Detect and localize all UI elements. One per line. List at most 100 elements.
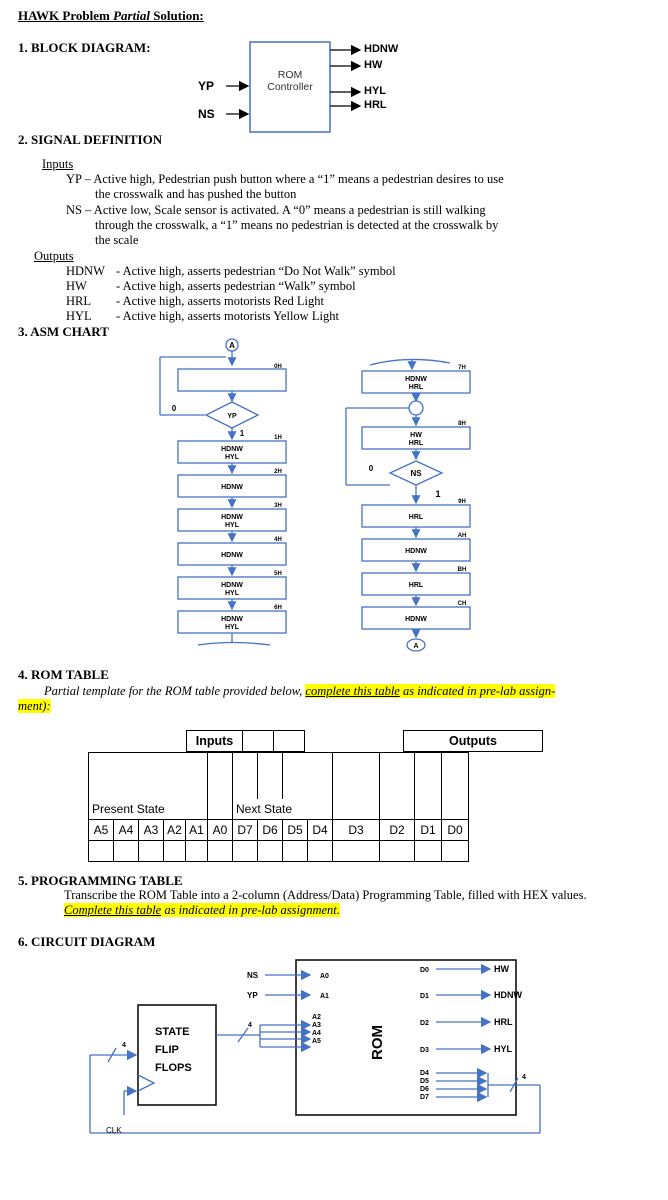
- asm-one-left: 1: [240, 429, 245, 438]
- circuit-a3: A3: [312, 1022, 321, 1029]
- rom-col-d6: D6: [257, 818, 283, 841]
- circuit-d5: D5: [420, 1078, 429, 1085]
- asm-s5-hdnw: HDNW: [221, 582, 243, 589]
- asm-s1-hyl: HYL: [225, 454, 240, 461]
- asm-chart: A 0H YP 0 1 1H HDNW HYL 2H HDNW 3H HDNW …: [159, 338, 471, 652]
- circuit-d0: D0: [420, 967, 429, 974]
- output-def-hw: HW- Active high, asserts pedestrian “Wal…: [66, 279, 356, 293]
- asm-state-ah: AH: [458, 533, 467, 539]
- asm-state-8h: 8H: [458, 421, 466, 427]
- asm-sc-hdnw: HDNW: [405, 616, 427, 623]
- asm-s3-hdnw: HDNW: [221, 514, 243, 521]
- block-diagram: [226, 41, 362, 133]
- asm-state-9h: 9H: [458, 499, 466, 505]
- rom-col-a3: A3: [138, 818, 164, 841]
- rom-outputs-heading: Outputs: [403, 730, 543, 752]
- rom-column-header-row: A5 A4 A3 A2 A1 A0 D7 D6 D5 D4 D3 D2 D1 D…: [88, 818, 469, 841]
- asm-s7-hrl: HRL: [409, 384, 424, 391]
- section-asm-chart: 3. ASM CHART: [18, 324, 109, 339]
- asm-label-a-bottom: A: [413, 643, 418, 650]
- circuit-a2: A2: [312, 1014, 321, 1021]
- rom-col-d3: D3: [332, 818, 380, 841]
- block-input-ns: NS: [198, 107, 215, 121]
- circuit-d1: D1: [420, 993, 429, 1000]
- rom-controller-label: ROM Controller: [267, 69, 313, 93]
- asm-s1-hdnw: HDNW: [221, 446, 243, 453]
- rom-col-d4: D4: [307, 818, 333, 841]
- section-rom-table: 4. ROM TABLE: [18, 667, 109, 682]
- circuit-a0: A0: [320, 973, 329, 980]
- block-output-hyl: HYL: [364, 85, 386, 97]
- asm-s4-hdnw: HDNW: [221, 552, 243, 559]
- rom-col-a0: A0: [207, 818, 233, 841]
- rom-inputs-heading: Inputs: [186, 730, 243, 752]
- rom-col-a2: A2: [163, 818, 186, 841]
- circuit-out-hrl: HRL: [494, 1017, 513, 1027]
- circuit-out-hw: HW: [494, 964, 509, 974]
- rom-next-state-label: Next State: [232, 798, 333, 819]
- block-output-hw: HW: [364, 59, 383, 71]
- rom-col-a4: A4: [113, 818, 139, 841]
- asm-s6-hyl: HYL: [225, 624, 240, 631]
- asm-sb-hrl: HRL: [409, 582, 424, 589]
- output-definitions: HDNW- Active high, asserts pedestrian “D…: [66, 264, 396, 324]
- asm-s5-hyl: HYL: [225, 590, 240, 597]
- asm-s3-hyl: HYL: [225, 522, 240, 529]
- ns-definition: NS – Active low, Scale sensor is activat…: [66, 203, 499, 247]
- rom-table: Inputs Outputs Present State Next State: [88, 730, 543, 862]
- asm-s2-hdnw: HDNW: [221, 484, 243, 491]
- asm-s8-hw: HW: [410, 432, 422, 439]
- circuit-bus-width-left: 4: [122, 1042, 126, 1049]
- yp-definition: YP – Active high, Pedestrian push button…: [66, 172, 504, 201]
- block-output-hrl: HRL: [364, 99, 387, 111]
- circuit-state-label-3: FLOPS: [155, 1062, 192, 1074]
- asm-state-6h: 6H: [274, 605, 282, 611]
- output-def-hdnw: HDNW- Active high, asserts pedestrian “D…: [66, 264, 396, 278]
- asm-zero-left: 0: [172, 404, 177, 413]
- section-programming-table: 5. PROGRAMMING TABLE: [18, 873, 183, 888]
- asm-s9-hrl: HRL: [409, 514, 424, 521]
- circuit-d2: D2: [420, 1020, 429, 1027]
- output-def-hyl: HYL- Active high, asserts motorists Yell…: [66, 309, 339, 323]
- circuit-bus-width-mid: 4: [248, 1022, 252, 1029]
- asm-s8-hrl: HRL: [409, 440, 424, 447]
- circuit-state-label-1: STATE: [155, 1026, 189, 1038]
- asm-state-0h: 0H: [274, 364, 282, 370]
- rom-table-instructions: Partial template for the ROM table provi…: [18, 684, 556, 713]
- circuit-d7: D7: [420, 1094, 429, 1101]
- asm-state-ch: CH: [458, 601, 467, 607]
- asm-state-bh: BH: [458, 567, 467, 573]
- asm-state-1h: 1H: [274, 435, 282, 441]
- outputs-heading: Outputs: [34, 249, 74, 263]
- asm-state-5h: 5H: [274, 571, 282, 577]
- inputs-heading: Inputs: [42, 157, 74, 171]
- circuit-a5: A5: [312, 1038, 321, 1045]
- asm-label-a-top: A: [229, 341, 235, 350]
- programming-table-instructions: Transcribe the ROM Table into a 2-column…: [64, 888, 587, 917]
- section-block-diagram: 1. BLOCK DIAGRAM:: [18, 40, 151, 55]
- rom-present-state-label: Present State: [88, 798, 208, 819]
- circuit-d3: D3: [420, 1047, 429, 1054]
- circuit-out-hyl: HYL: [494, 1044, 513, 1054]
- rom-col-a5: A5: [88, 818, 114, 841]
- rom-col-d1: D1: [414, 818, 442, 841]
- asm-zero-right: 0: [369, 464, 374, 473]
- rom-empty-row: [88, 839, 469, 862]
- asm-s7-hdnw: HDNW: [405, 376, 427, 383]
- asm-state-4h: 4H: [274, 537, 282, 543]
- circuit-clk-label: CLK: [106, 1126, 122, 1135]
- rom-col-d7: D7: [232, 818, 258, 841]
- rom-col-d2: D2: [379, 818, 415, 841]
- rom-grid: Present State Next State A5 A4 A3 A2 A1 …: [88, 752, 469, 862]
- asm-sa-hdnw: HDNW: [405, 548, 427, 555]
- asm-s6-hdnw: HDNW: [221, 616, 243, 623]
- asm-one-right: 1: [435, 489, 440, 499]
- section-circuit-diagram: 6. CIRCUIT DIAGRAM: [18, 934, 156, 949]
- circuit-ns-input: NS: [247, 971, 259, 980]
- circuit-bus-width-right: 4: [522, 1074, 526, 1081]
- page-title: HAWK Problem Partial Solution:: [18, 8, 204, 23]
- circuit-d4: D4: [420, 1070, 429, 1077]
- rom-header-row: Inputs Outputs: [88, 730, 543, 752]
- circuit-state-label-2: FLIP: [155, 1044, 179, 1056]
- output-def-hrl: HRL- Active high, asserts motorists Red …: [66, 294, 324, 308]
